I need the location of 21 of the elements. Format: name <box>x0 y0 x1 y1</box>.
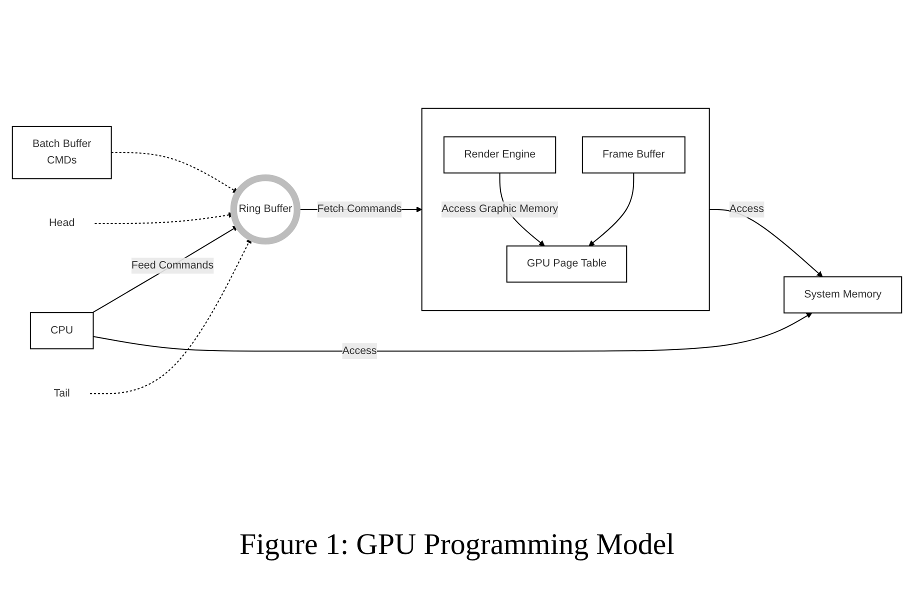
edge-label: Access <box>729 203 764 215</box>
node-box: Batch Buffer CMDs <box>12 126 112 180</box>
edge-label: Feed Commands <box>131 260 214 272</box>
arrow <box>90 238 252 394</box>
node-box: Render Engine <box>443 136 556 174</box>
arrow <box>93 312 812 352</box>
figure-caption: Figure 1: GPU Programming Model <box>240 528 674 562</box>
node-box: Frame Buffer <box>582 136 686 174</box>
node-box: CPU <box>30 312 94 350</box>
cluster <box>421 108 710 312</box>
edge-label: Access Graphic Memory <box>441 203 558 215</box>
node-text: Head <box>49 217 75 229</box>
arrow <box>588 172 634 246</box>
edge-label: Fetch Commands <box>317 203 402 215</box>
node-circle: Ring Buffer <box>230 174 300 245</box>
arrow <box>92 226 239 313</box>
node-box: System Memory <box>784 276 902 314</box>
node-text: Tail <box>54 388 70 399</box>
arrow <box>111 152 239 194</box>
node-box: GPU Page Table <box>506 245 628 283</box>
edge-label: Access <box>342 345 377 356</box>
